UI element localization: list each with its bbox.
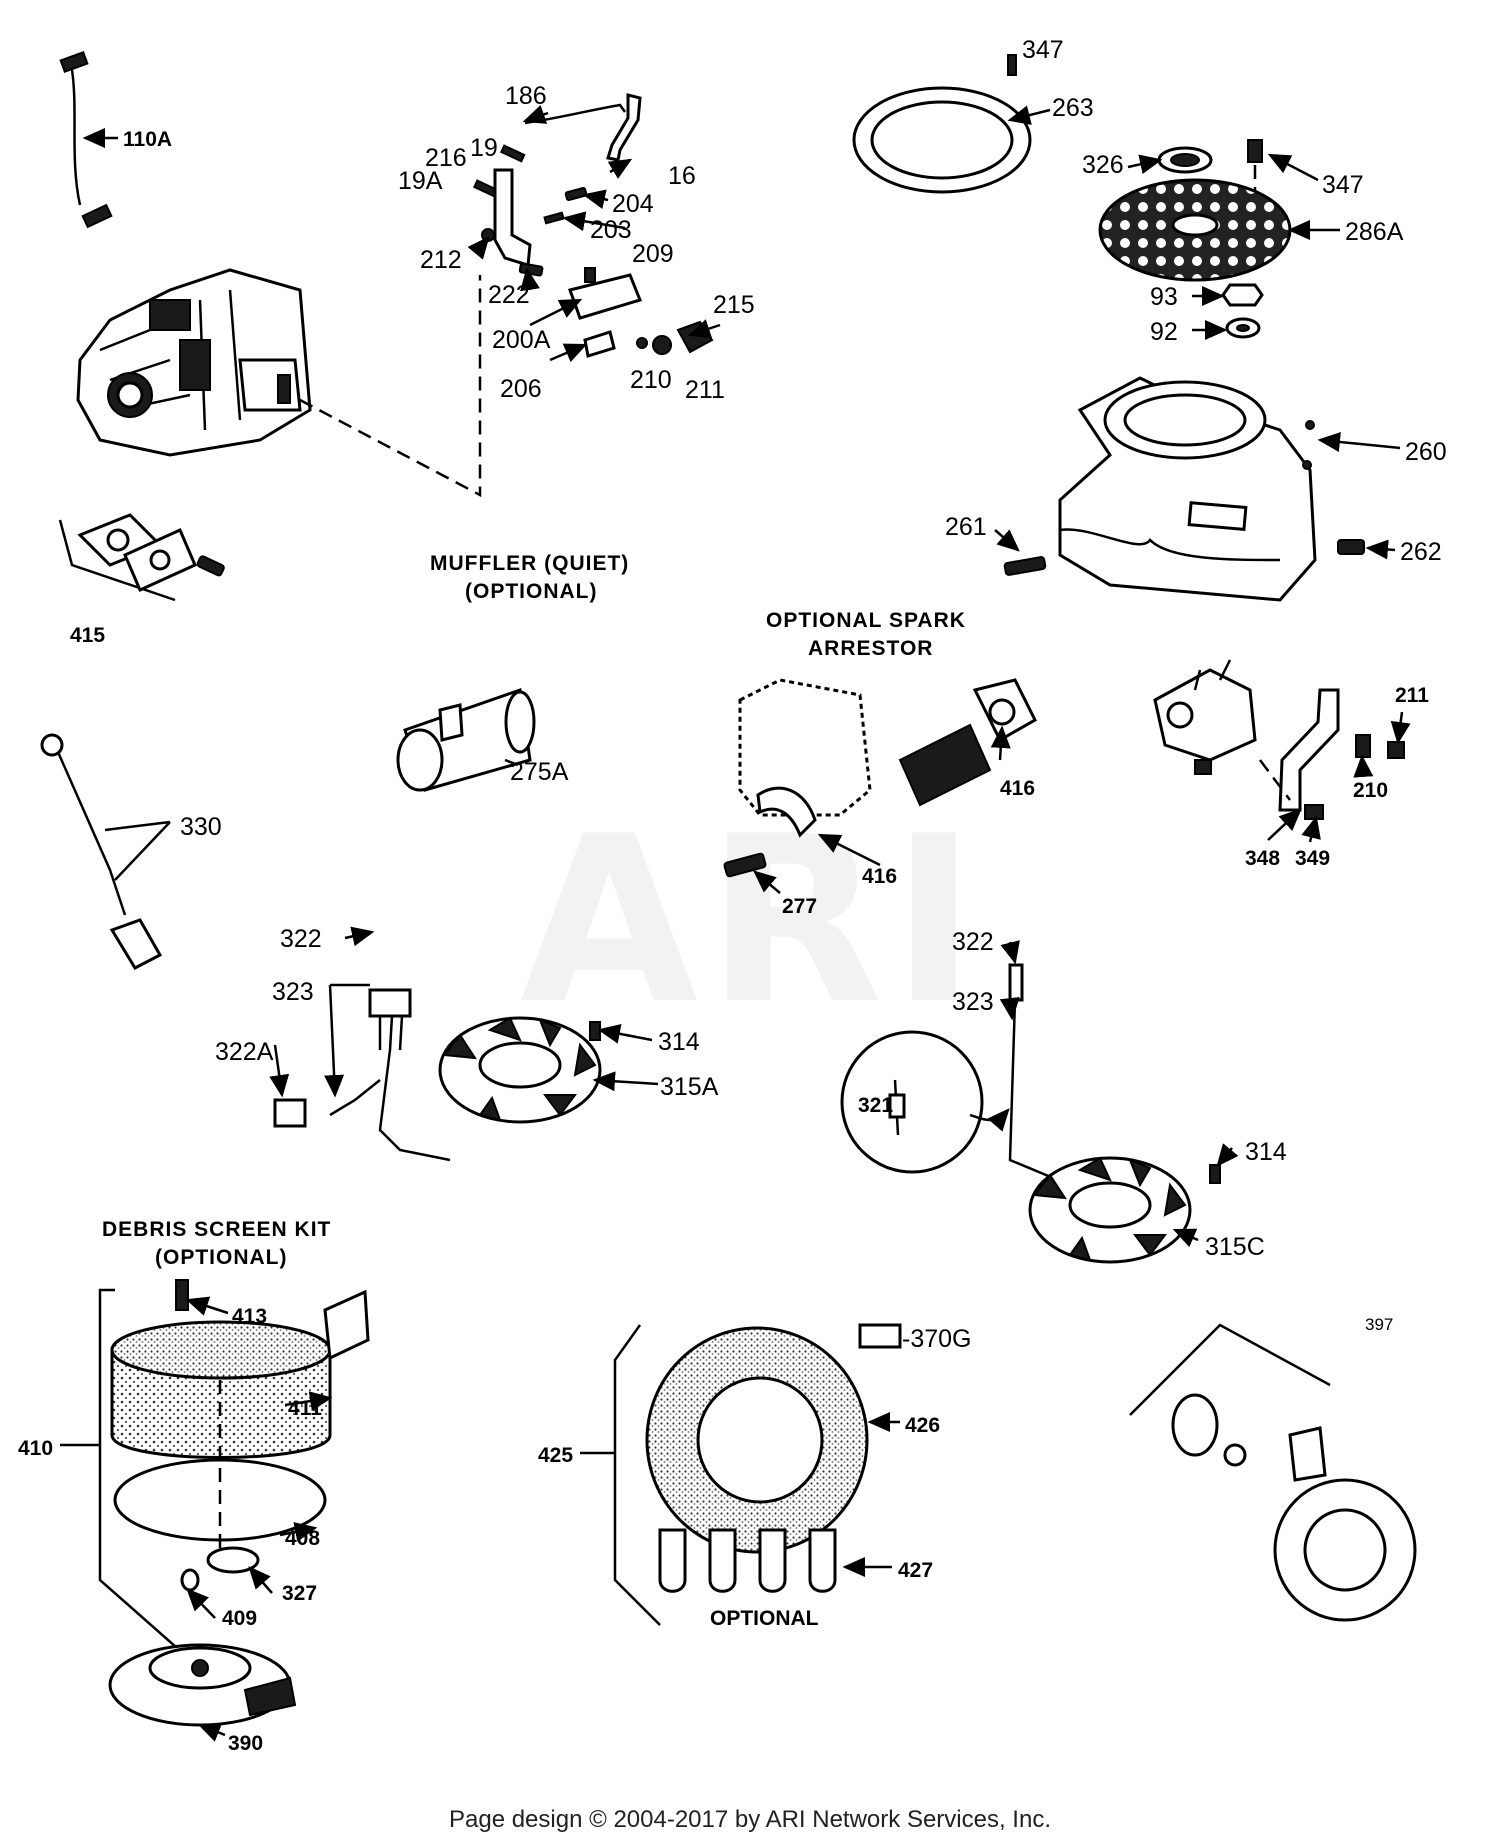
callout-216: 216 <box>425 144 467 172</box>
callout-411: 411 <box>288 1397 322 1420</box>
callout-314-right: 314 <box>1245 1138 1287 1166</box>
callout-410: 410 <box>18 1437 53 1460</box>
callout-330: 330 <box>180 813 222 841</box>
part-415-gasket-set <box>58 513 225 602</box>
callout-186: 186 <box>505 82 547 110</box>
watermark: ARI <box>520 788 985 1055</box>
callout-261: 261 <box>945 513 987 541</box>
callout-427: 427 <box>898 1559 933 1582</box>
part-debris-screen-kit <box>98 1279 370 1727</box>
part-spark-arrestor <box>723 678 1037 878</box>
part-263-ring <box>852 54 1032 194</box>
callout-416-right: 416 <box>1000 777 1035 800</box>
callout-425: 425 <box>538 1444 573 1467</box>
part-315C-stator <box>840 963 1221 1264</box>
part-260-blower-housing <box>1058 376 1317 602</box>
callout-348: 348 <box>1245 847 1280 870</box>
callout-286A: 286A <box>1345 218 1404 246</box>
callout-321: 321 <box>858 1094 893 1117</box>
callout-315C: 315C <box>1205 1233 1265 1261</box>
callout-315A: 315A <box>660 1073 719 1101</box>
callout-209: 209 <box>632 240 674 268</box>
callout-390: 390 <box>228 1732 263 1755</box>
callout-415: 415 <box>70 624 105 647</box>
callout-215: 215 <box>713 291 755 319</box>
callout-408: 408 <box>285 1527 320 1550</box>
callout-370G: -370G <box>902 1325 971 1353</box>
callout-19: 19 <box>470 134 498 162</box>
optional-label: OPTIONAL <box>710 1607 819 1630</box>
callout-326: 326 <box>1082 151 1124 179</box>
callout-203: 203 <box>590 216 632 244</box>
callout-262: 262 <box>1400 538 1442 566</box>
callout-16: 16 <box>668 162 696 190</box>
leader-lines <box>60 104 1411 1742</box>
callout-93: 93 <box>1150 283 1178 311</box>
part-carburetor <box>1153 659 1405 820</box>
part-275A-muffler <box>396 687 536 792</box>
callout-206: 206 <box>500 375 542 403</box>
part-engine-block <box>76 268 312 457</box>
callout-212: 212 <box>420 246 462 274</box>
callout-322-left: 322 <box>280 925 322 953</box>
part-286A-screen <box>1098 139 1292 339</box>
callout-277: 277 <box>782 895 817 918</box>
page-footer: Page design © 2004-2017 by ARI Network S… <box>448 1806 1051 1833</box>
callout-323-left: 323 <box>272 978 314 1006</box>
callout-260: 260 <box>1405 438 1447 466</box>
muffler-heading-line1: MUFFLER (QUIET) <box>430 552 629 575</box>
callout-200A: 200A <box>492 326 551 354</box>
muffler-heading-line2: (OPTIONAL) <box>465 580 597 603</box>
callout-263: 263 <box>1052 94 1094 122</box>
callout-409: 409 <box>222 1607 257 1630</box>
debris-heading-line2: (OPTIONAL) <box>155 1246 287 1269</box>
engine-to-governor-line <box>299 275 482 498</box>
part-425-foam-kit <box>613 1323 902 1626</box>
callout-349: 349 <box>1295 847 1330 870</box>
callout-210-carb: 210 <box>1353 779 1388 802</box>
callout-347-screen: 347 <box>1322 171 1364 199</box>
spark-heading-line1: OPTIONAL SPARK <box>766 609 966 632</box>
callout-92: 92 <box>1150 318 1178 346</box>
callout-19A: 19A <box>398 167 443 195</box>
callout-323-right: 323 <box>952 988 994 1016</box>
callout-275A: 275A <box>510 758 569 786</box>
callout-322A: 322A <box>215 1038 274 1066</box>
parts-diagram: ARI <box>18 36 1447 1755</box>
part-330-lead <box>40 733 171 970</box>
callout-210: 210 <box>630 366 672 394</box>
part-261-262-bolts <box>1003 539 1365 576</box>
callout-322-right: 322 <box>952 928 994 956</box>
spark-heading-line2: ARRESTOR <box>808 637 933 660</box>
callout-314-left: 314 <box>658 1028 700 1056</box>
part-110A-wire <box>59 50 118 229</box>
callout-110A: 110A <box>123 128 172 151</box>
callout-397: 397 <box>1365 1315 1393 1334</box>
debris-heading-line1: DEBRIS SCREEN KIT <box>102 1218 331 1241</box>
callout-222: 222 <box>488 281 530 309</box>
callout-416-left: 416 <box>862 865 897 888</box>
callout-347-top: 347 <box>1022 36 1064 64</box>
callout-327: 327 <box>282 1582 317 1605</box>
callout-211: 211 <box>685 376 725 404</box>
part-397-starter <box>1129 1323 1417 1622</box>
callout-211-carb: 211 <box>1395 684 1429 707</box>
callout-204: 204 <box>612 190 654 218</box>
callout-426: 426 <box>905 1414 940 1437</box>
callout-413: 413 <box>232 1305 267 1328</box>
